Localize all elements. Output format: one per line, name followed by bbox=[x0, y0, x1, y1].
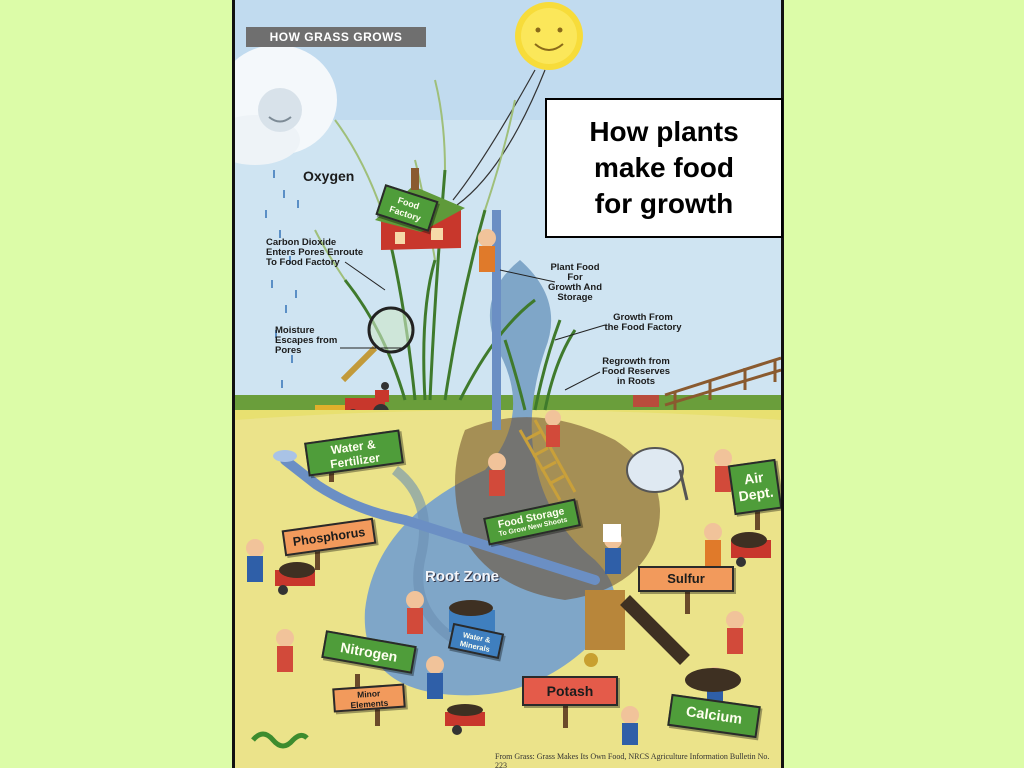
mill-icon bbox=[584, 590, 690, 667]
water-pipe bbox=[280, 455, 600, 585]
potash-sign: Potash bbox=[522, 676, 618, 706]
cloud-face-icon bbox=[235, 45, 337, 165]
growth-from-label: Growth From the Food Factory bbox=[604, 312, 682, 333]
poster-title: HOW GRASS GROWS bbox=[246, 27, 426, 47]
rain-icon bbox=[265, 170, 299, 388]
sun-icon bbox=[515, 2, 583, 70]
caption-text: How plants make food for growth bbox=[589, 116, 739, 219]
magnifying-glass-icon bbox=[340, 306, 415, 383]
regrowth-label: Regrowth from Food Reserves in Roots bbox=[601, 356, 671, 387]
caption-box: How plants make food for growth bbox=[545, 98, 783, 238]
moisture-label: Moisture Escapes from Pores bbox=[275, 325, 338, 356]
worm-icon bbox=[251, 731, 309, 749]
sulfur-sign: Sulfur bbox=[638, 566, 734, 592]
fence-icon bbox=[664, 356, 781, 410]
cow-icon bbox=[633, 395, 659, 407]
fan-icon bbox=[626, 447, 689, 501]
carbon-dioxide-label: Carbon Dioxide Enters Pores Enroute To F… bbox=[266, 237, 364, 268]
worker-figures-icon bbox=[246, 229, 744, 745]
minor-elements-sign: Minor Elements bbox=[332, 683, 406, 713]
food-pipe bbox=[492, 210, 501, 430]
poster-illustration bbox=[235, 0, 781, 768]
oxygen-label: Oxygen bbox=[303, 168, 355, 184]
root-zone-label: Root Zone bbox=[425, 568, 500, 585]
ladder-icon bbox=[518, 419, 577, 501]
air-dept-sign: Air Dept. bbox=[727, 458, 781, 516]
plant-food-label: Plant Food For Growth And Storage bbox=[548, 262, 602, 303]
source-credit: From Grass: Grass Makes Its Own Food, NR… bbox=[495, 752, 770, 768]
